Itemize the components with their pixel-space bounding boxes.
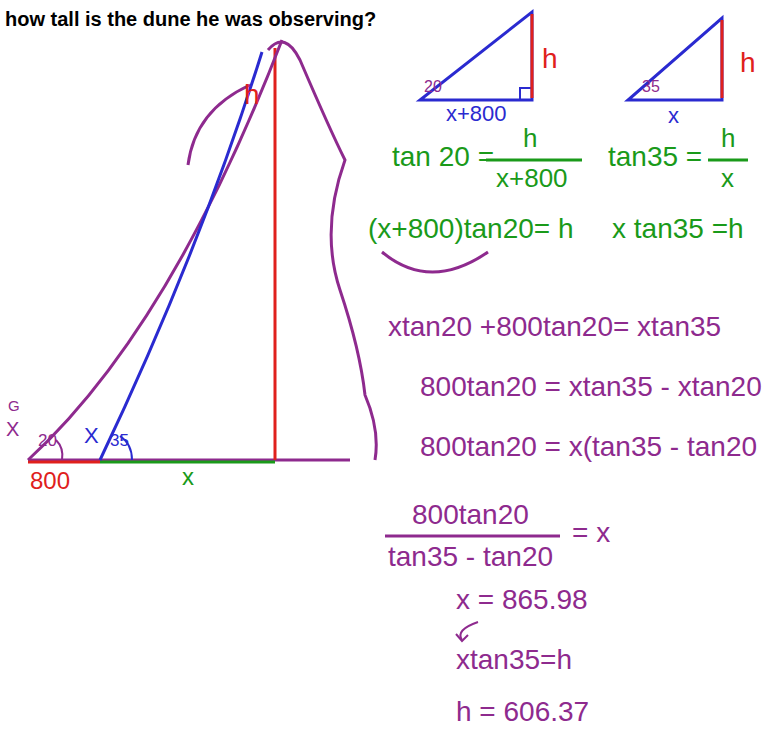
- angle-label: 35: [110, 432, 129, 451]
- equation: tan 20 =: [392, 142, 494, 173]
- denominator: tan35 - tan20: [388, 542, 553, 573]
- point-label: X: [6, 418, 19, 440]
- equation: 800tan20 = x(tan35 - tan20: [420, 432, 757, 463]
- height-side: [721, 20, 724, 98]
- fraction-bar: [385, 535, 560, 538]
- distance-800: [28, 461, 100, 464]
- equation: h = 606.37: [456, 697, 589, 728]
- equation: x = 865.98: [456, 585, 588, 616]
- height-label: h: [542, 44, 558, 75]
- angle-label: 20: [424, 78, 442, 96]
- equation: 800tan20 = xtan35 - xtan20: [420, 372, 762, 403]
- arrow-head: [456, 634, 468, 641]
- numerator: 800tan20: [412, 500, 529, 531]
- denominator: x: [721, 164, 734, 193]
- equation: x tan35 =h: [612, 214, 744, 245]
- distribute-arc: [382, 252, 488, 272]
- sight-line-35: [100, 52, 262, 460]
- equation: (x+800)tan20= h: [368, 214, 574, 245]
- equation: xtan35=h: [456, 645, 572, 676]
- question-text: how tall is the dune he was observing?: [5, 8, 376, 30]
- numerator: h: [523, 124, 537, 153]
- height-side: [531, 14, 534, 98]
- point-label: X: [84, 424, 99, 448]
- distance-label: 800: [30, 468, 70, 494]
- sight-line-20: [28, 40, 282, 460]
- numerator: h: [721, 124, 735, 153]
- right-angle-mark: [520, 88, 532, 100]
- angle-arc: [56, 440, 62, 460]
- denominator: x+800: [496, 164, 568, 193]
- substitute-arrow: [460, 622, 478, 640]
- angle-label: 20: [38, 432, 57, 451]
- equation: tan35 =: [608, 142, 702, 173]
- equation: = x: [572, 518, 610, 549]
- dune-outline: [268, 42, 376, 460]
- height-label: h: [244, 80, 260, 111]
- equation: xtan20 +800tan20= xtan35: [388, 312, 721, 343]
- height-label: h: [740, 48, 756, 79]
- height-line: [274, 48, 277, 460]
- dune-curve: [188, 85, 250, 165]
- triangle-35: [628, 18, 722, 100]
- side-label: x+800: [446, 102, 507, 126]
- angle-label: 35: [642, 78, 660, 96]
- ground-line: [28, 459, 350, 462]
- point-label: G: [8, 398, 20, 415]
- side-label: x: [668, 104, 679, 128]
- fraction-bar: [708, 159, 748, 162]
- distance-label: x: [182, 464, 194, 490]
- triangle-20: [420, 12, 532, 100]
- fraction-bar: [486, 159, 582, 162]
